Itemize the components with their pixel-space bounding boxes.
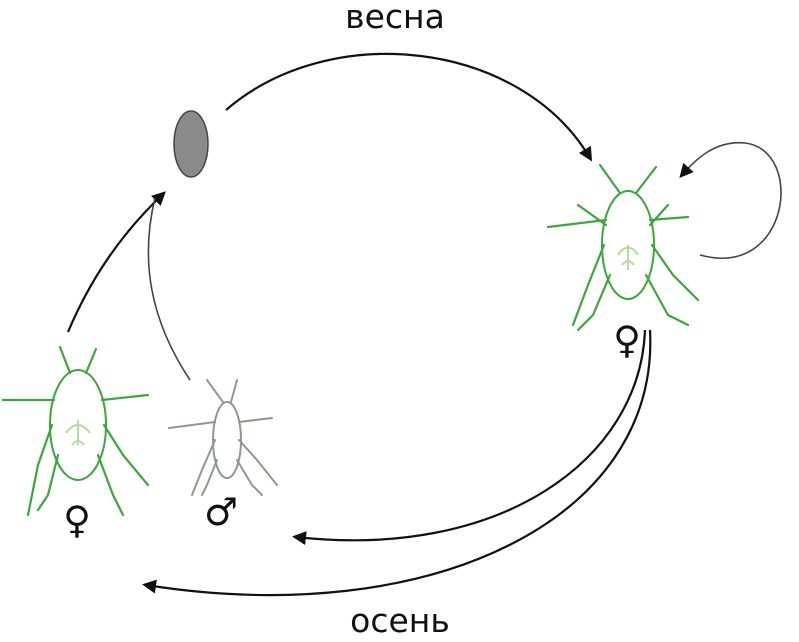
arrow-female-to-autumn-female — [142, 329, 652, 597]
summer-female-aphid — [546, 163, 700, 332]
autumn-female-aphid — [1, 345, 150, 517]
arrow-self-loop — [679, 142, 782, 259]
autumn-male-aphid — [168, 379, 278, 496]
summer-female-symbol: ♀ — [613, 318, 641, 362]
arrow-female-to-male — [292, 329, 647, 546]
egg — [173, 110, 209, 178]
autumn-label: осень — [350, 601, 450, 640]
autumn-female-symbol: ♀ — [63, 498, 91, 542]
arrow-egg-to-female — [225, 52, 593, 162]
arrow-male-to-egg — [147, 197, 191, 381]
spring-label: весна — [345, 0, 445, 36]
arrow-autumn-female-to-egg — [66, 191, 166, 333]
autumn-male-symbol: ♂ — [204, 490, 238, 534]
